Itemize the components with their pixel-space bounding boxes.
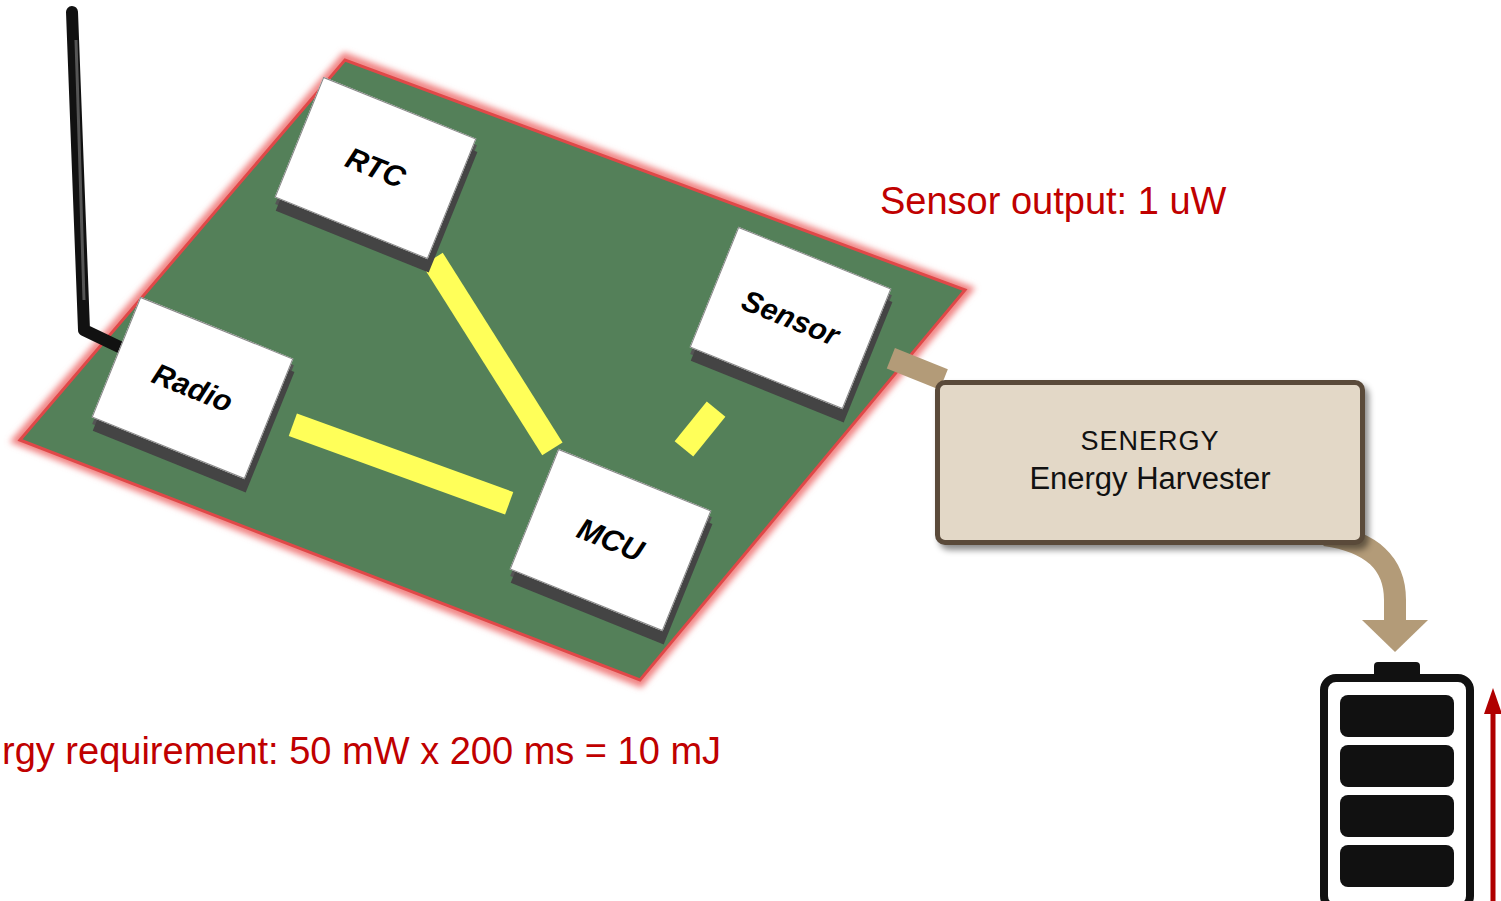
- pcb-trace: [293, 425, 509, 504]
- chip-label: MCU: [572, 511, 648, 568]
- pcb-trace: [684, 409, 716, 449]
- harvester-output-arrow: [1325, 535, 1395, 622]
- sensor-feed: [891, 358, 944, 379]
- energy-requirement-note: rgy requirement: 50 mW x 200 ms = 10 mJ: [2, 730, 721, 773]
- sensor-feed: [891, 358, 944, 379]
- sensor-output-note: Sensor output: 1 uW: [880, 180, 1226, 223]
- chip-label: Sensor: [736, 283, 843, 353]
- battery-icon: [1324, 662, 1470, 901]
- pcb-glow: [18, 58, 967, 682]
- pcb-trace: [433, 259, 553, 449]
- chip-label: Radio: [147, 357, 237, 420]
- pcb-trace: [433, 259, 553, 449]
- harvester-box: SENERGYEnergy Harvester: [935, 380, 1365, 545]
- box-text: SENERGY: [1080, 424, 1219, 459]
- antenna: [72, 12, 130, 352]
- pcb-board: [20, 60, 965, 680]
- pcb-trace: [293, 425, 509, 504]
- pcb-trace: [684, 409, 716, 449]
- box-text: Energy Harvester: [1029, 459, 1270, 499]
- chip-label: RTC: [340, 141, 409, 195]
- harvester-arrowhead: [1362, 620, 1428, 652]
- charging-arrowhead: [1484, 688, 1501, 714]
- antenna-highlight: [76, 40, 84, 300]
- charging-arrow: [1491, 712, 1496, 901]
